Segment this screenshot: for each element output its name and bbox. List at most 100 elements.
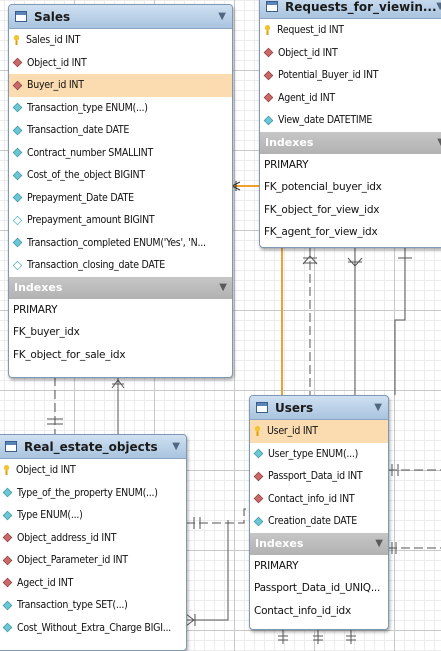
index-row[interactable]: FK_object_for_sale_idx <box>13 348 126 361</box>
column-row[interactable]: Object_id INT <box>260 42 441 65</box>
column-row[interactable]: Cost_Without_Extra_Charge BIGI... <box>0 617 186 640</box>
table-title: Users <box>275 400 314 415</box>
collapse-arrow-icon[interactable]: ▼ <box>172 441 180 452</box>
column-row[interactable]: Agect_id INT <box>0 572 186 595</box>
column-list: Request_id INT Object_id INT Potential_Buy… <box>260 19 441 132</box>
column-list: Object_id INT Type_of_the_property ENUM(.… <box>0 459 186 639</box>
column-row[interactable]: View_date DATETIME <box>260 109 441 132</box>
column-row[interactable]: Object_Parameter_id INT <box>0 549 186 572</box>
index-row[interactable]: FK_buyer_idx <box>13 326 80 339</box>
column-row[interactable]: Transaction_type ENUM(...) <box>9 97 232 120</box>
table-icon <box>5 441 17 452</box>
column-label: Object_id INT <box>16 464 76 477</box>
column-row[interactable]: Object_address_id INT <box>0 527 186 550</box>
table-real-estate-objects[interactable]: Real_estate_objects ▼ Object_id INT Type_… <box>0 434 187 651</box>
column-row[interactable]: Contract_number SMALLINT <box>9 142 232 165</box>
column-row[interactable]: Object_id INT <box>0 459 186 482</box>
foreign-key-icon <box>263 92 274 103</box>
indexes-header[interactable]: Indexes ▼ <box>250 532 388 555</box>
column-row[interactable]: User_type ENUM(...) <box>250 443 388 466</box>
not-null-column-icon <box>2 622 13 633</box>
collapse-arrow-icon[interactable]: ▼ <box>375 538 383 549</box>
not-null-column-icon <box>12 102 23 113</box>
table-header[interactable]: Real_estate_objects ▼ <box>0 435 186 459</box>
relationship-realestate-users <box>186 508 249 524</box>
column-label: Request_id INT <box>277 24 344 37</box>
column-label: Transaction_closing_date DATE <box>27 259 165 272</box>
column-row[interactable]: Passport_Data_id INT <box>250 465 388 488</box>
column-list: User_id INT User_type ENUM(...) Passport_D… <box>250 420 388 533</box>
not-null-column-icon <box>253 516 264 527</box>
column-label: User_id INT <box>267 425 318 438</box>
column-label: Object_id INT <box>278 46 338 59</box>
nullable-column-icon <box>12 215 23 226</box>
column-label: Transaction_date DATE <box>27 124 130 137</box>
index-row[interactable]: Passport_Data_id_UNIQ... <box>254 582 381 595</box>
table-title: Sales <box>34 9 71 24</box>
column-row[interactable]: Prepayment_Date DATE <box>9 187 232 210</box>
table-icon <box>15 11 27 22</box>
table-requests-for-viewing[interactable]: Requests_for_viewin... ▼ Request_id INT O… <box>259 0 441 248</box>
column-row[interactable]: Type_of_the_property ENUM(...) <box>0 482 186 505</box>
column-label: Contact_info_id INT <box>268 492 355 505</box>
column-label: User_type ENUM(...) <box>268 447 359 460</box>
column-row[interactable]: Transaction_completed ENUM('Yes', 'N... <box>9 232 232 255</box>
not-null-column-icon <box>12 147 23 158</box>
index-row[interactable]: PRIMARY <box>13 303 58 316</box>
table-header[interactable]: Users ▼ <box>250 396 388 420</box>
column-label: Creation_date DATE <box>268 515 357 528</box>
collapse-arrow-icon[interactable]: ▼ <box>219 282 227 293</box>
index-list: PRIMARY Passport_Data_id_UNIQ... Contact_i… <box>250 555 388 623</box>
foreign-key-icon <box>253 493 264 504</box>
column-label: Agect_id INT <box>17 576 74 589</box>
index-row[interactable]: Contact_info_id_idx <box>254 604 351 617</box>
table-header[interactable]: Requests_for_viewin... ▼ <box>260 0 441 19</box>
collapse-arrow-icon[interactable]: ▼ <box>374 402 382 413</box>
column-label: Transaction_type ENUM(...) <box>27 101 148 114</box>
column-row[interactable]: Agent_id INT <box>260 87 441 110</box>
index-row[interactable]: PRIMARY <box>264 158 309 171</box>
column-row[interactable]: Transaction_type SET(...) <box>0 594 186 617</box>
foreign-key-icon <box>2 555 13 566</box>
column-row[interactable]: Transaction_date DATE <box>9 119 232 142</box>
collapse-arrow-icon[interactable]: ▼ <box>437 137 441 148</box>
column-label: Transaction_type SET(...) <box>17 599 128 612</box>
index-row[interactable]: FK_potencial_buyer_idx <box>264 181 382 194</box>
not-null-column-icon <box>12 237 23 248</box>
indexes-label: Indexes <box>265 136 314 149</box>
column-row[interactable]: Prepayment_amount BIGINT <box>9 209 232 232</box>
table-icon <box>266 1 278 12</box>
column-label: Cost_Without_Extra_Charge BIGI... <box>17 621 171 634</box>
not-null-column-icon <box>12 192 23 203</box>
column-row[interactable]: Creation_date DATE <box>250 510 388 533</box>
column-row[interactable]: Potential_Buyer_id INT <box>260 64 441 87</box>
foreign-key-icon <box>2 577 13 588</box>
column-row[interactable]: Contact_info_id INT <box>250 488 388 511</box>
column-row[interactable]: Cost_of_the_object BIGINT <box>9 164 232 187</box>
index-row[interactable]: FK_object_for_view_idx <box>264 203 380 216</box>
collapse-arrow-icon[interactable]: ▼ <box>436 1 441 12</box>
collapse-arrow-icon[interactable]: ▼ <box>218 11 226 22</box>
primary-key-icon <box>254 426 261 437</box>
foreign-key-icon <box>263 47 274 58</box>
column-label: Contract_number SMALLINT <box>27 146 153 159</box>
column-row[interactable]: User_id INT <box>250 420 388 443</box>
column-label: Transaction_completed ENUM('Yes', 'N... <box>27 236 206 249</box>
column-row[interactable]: Transaction_closing_date DATE <box>9 254 232 277</box>
table-users[interactable]: Users ▼ User_id INT User_type ENUM(...) Pa… <box>249 395 389 630</box>
column-label: Passport_Data_id INT <box>268 470 363 483</box>
column-row[interactable]: Object_id INT <box>9 52 232 75</box>
indexes-header[interactable]: Indexes ▼ <box>260 131 441 154</box>
column-row[interactable]: Type ENUM(...) <box>0 504 186 527</box>
not-null-column-icon <box>2 487 13 498</box>
indexes-header[interactable]: Indexes ▼ <box>9 276 232 299</box>
index-row[interactable]: PRIMARY <box>254 559 299 572</box>
column-row[interactable]: Request_id INT <box>260 19 441 42</box>
column-row[interactable]: Sales_id INT <box>9 29 232 52</box>
index-row[interactable]: FK_agent_for_view_idx <box>264 226 378 239</box>
column-row[interactable]: Buyer_id INT <box>9 74 232 97</box>
table-header[interactable]: Sales ▼ <box>9 5 232 29</box>
